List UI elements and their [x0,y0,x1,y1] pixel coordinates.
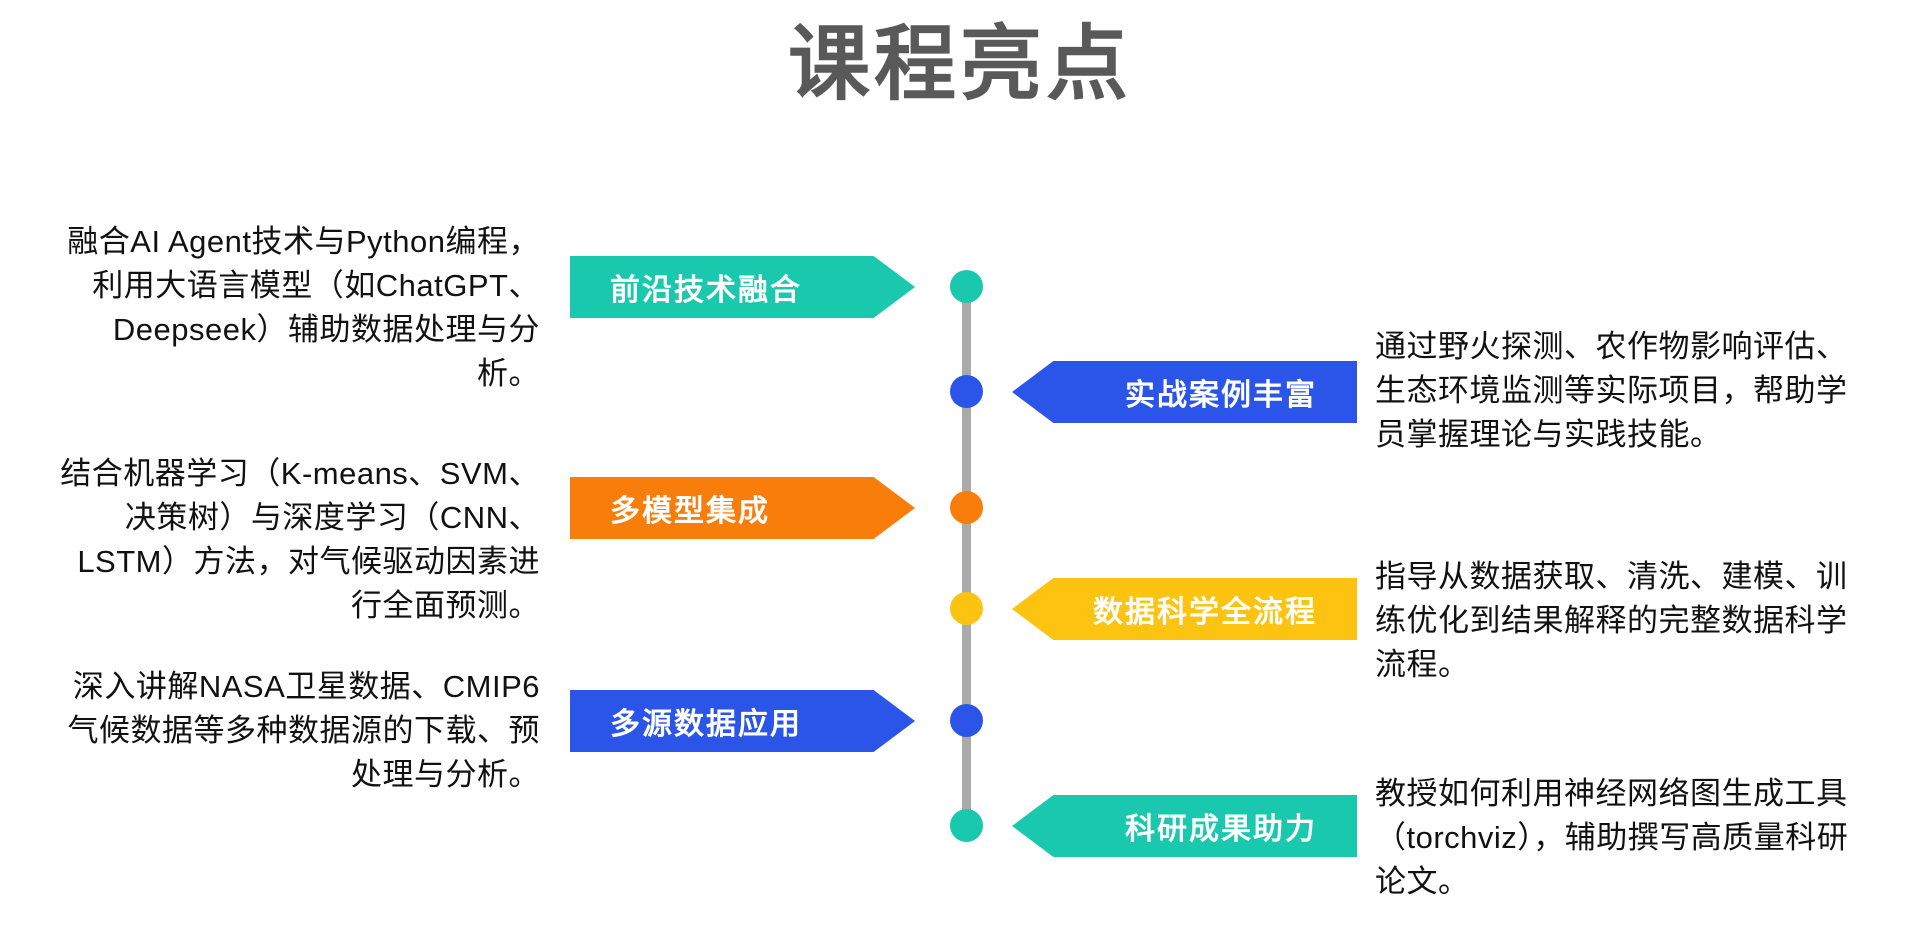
timeline-description-6: 教授如何利用神经网络图生成工具（torchviz），辅助撰写高质量科研论文。 [1375,776,1849,900]
timeline-banner-1[interactable]: 前沿技术融合 [570,256,915,318]
timeline-banner-label-5: 多源数据应用 [610,708,802,741]
timeline-banner-2[interactable]: 实战案例丰富 [1012,361,1357,423]
timeline-spine [962,286,971,831]
timeline-dot-5 [950,704,983,737]
timeline-dot-3 [950,491,983,524]
timeline-dot-4 [950,592,983,625]
timeline-banner-label-4: 数据科学全流程 [1093,596,1317,629]
timeline-dot-2 [950,375,983,408]
timeline-banner-label-2: 实战案例丰富 [1125,379,1317,412]
timeline-description-2: 通过野火探测、农作物影响评估、生态环境监测等实际项目，帮助学员掌握理论与实践技能… [1375,329,1848,453]
timeline-description-5: 深入讲解NASA卫星数据、CMIP6气候数据等多种数据源的下载、预处理与分析。 [67,669,540,793]
timeline-banner-label-6: 科研成果助力 [1125,813,1317,846]
timeline-banner-5[interactable]: 多源数据应用 [570,690,915,752]
timeline-description-1: 融合AI Agent技术与Python编程，利用大语言模型（如ChatGPT、D… [67,224,540,392]
page-title: 课程亮点 [787,19,1132,110]
timeline-banner-4[interactable]: 数据科学全流程 [1012,578,1357,640]
timeline-dot-1 [950,270,983,303]
timeline-banner-3[interactable]: 多模型集成 [570,477,915,539]
timeline-banner-6[interactable]: 科研成果助力 [1012,795,1357,857]
timeline-banner-label-1: 前沿技术融合 [610,274,802,307]
timeline-dot-6 [950,809,983,842]
timeline-banner-label-3: 多模型集成 [610,495,770,528]
timeline-description-4: 指导从数据获取、清洗、建模、训练优化到结果解释的完整数据科学流程。 [1375,559,1848,683]
timeline-description-3: 结合机器学习（K-means、SVM、决策树）与深度学习（CNN、LSTM）方法… [60,456,540,624]
